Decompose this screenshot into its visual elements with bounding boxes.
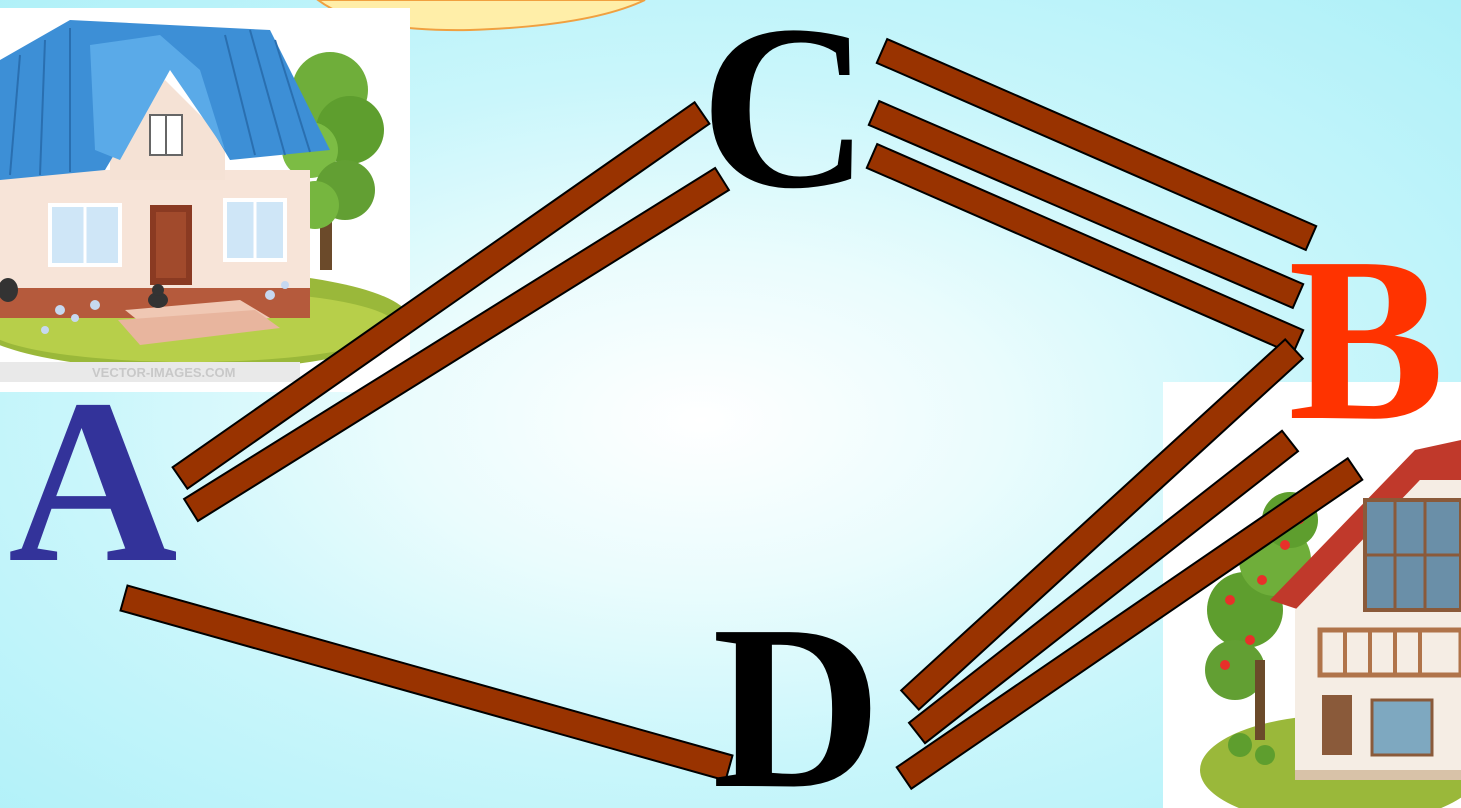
road-b-d-3 <box>895 456 1364 791</box>
road-c-b-2 <box>867 99 1305 310</box>
house-right-image <box>1163 382 1461 808</box>
road-c-b-3 <box>865 142 1305 356</box>
watermark-text: VECTOR-IMAGES.COM <box>92 365 236 380</box>
point-label-a: A <box>8 351 178 611</box>
roof-left <box>0 20 330 180</box>
road-b-d-1 <box>899 337 1305 712</box>
road-a-c-2 <box>182 166 731 523</box>
road-b-d-2 <box>907 429 1300 745</box>
house-left-image: VECTOR-IMAGES.COM <box>0 8 410 392</box>
road-a-d-1 <box>119 584 734 782</box>
point-label-b: B <box>1288 209 1445 469</box>
road-a-c-1 <box>171 100 711 491</box>
point-label-c: C <box>700 0 870 237</box>
road-c-b-1 <box>875 37 1318 252</box>
roads-group <box>119 37 1364 791</box>
point-label-d: D <box>712 577 882 808</box>
